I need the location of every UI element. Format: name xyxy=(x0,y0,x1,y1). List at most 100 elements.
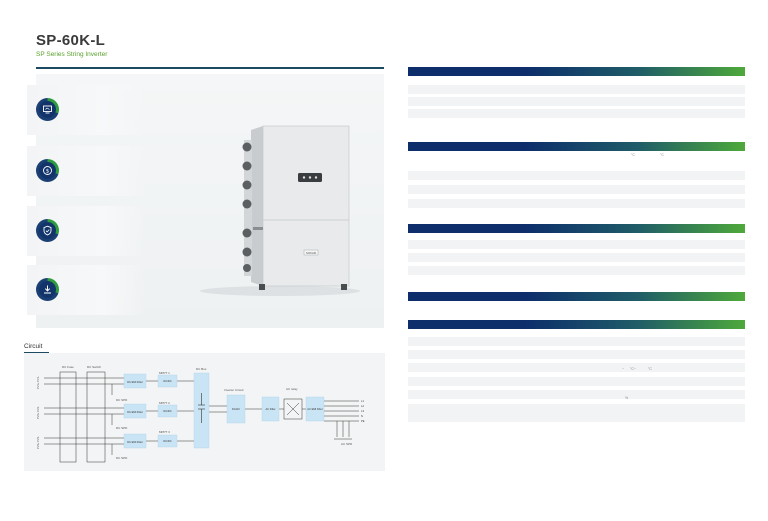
ac-spd-label: AC SPD xyxy=(341,442,353,446)
dc-switch-box xyxy=(86,371,106,463)
ac-emi-filter-text: AC EMI Filter xyxy=(307,407,323,411)
mppt2-label: MPPT 2 xyxy=(159,401,170,405)
ac-relay-box xyxy=(283,398,303,420)
spec-section-bar xyxy=(408,142,745,151)
spec-row xyxy=(408,85,745,94)
fan-icon xyxy=(243,264,251,272)
dc-fuse-box xyxy=(59,371,77,463)
feature-card-monitor xyxy=(27,85,145,135)
feature-card-dollar: $ xyxy=(27,146,145,196)
mppt2-text: DC/DC xyxy=(163,409,171,413)
spec-section-bar xyxy=(408,320,745,329)
dc-bus-label: DC Bus xyxy=(196,367,207,371)
monitor-icon xyxy=(43,105,52,114)
mppt3-text: DC/DC xyxy=(163,439,171,443)
page-subtitle: SP Series String Inverter xyxy=(36,51,108,58)
dc-switch-label: DC Switch xyxy=(87,365,101,369)
circuit-svg: DC Fuse DC Switch DC Bus Inverter Circui… xyxy=(36,365,365,463)
ac-relay-label: AC relay xyxy=(286,387,298,391)
spec-row xyxy=(408,109,745,118)
l2-label: L2 xyxy=(361,404,364,408)
shield-icon xyxy=(43,225,52,236)
emi-filter-1 xyxy=(123,373,147,389)
n-label: N xyxy=(361,414,363,418)
mppt2-box xyxy=(157,404,178,418)
spec-section-bar xyxy=(408,224,745,233)
download-icon xyxy=(44,285,51,294)
inverter-foot xyxy=(341,284,347,290)
feature-card-shield xyxy=(27,206,145,256)
inverter-circuit-label: Inverter Circuit xyxy=(224,388,244,392)
spec-note: °C xyxy=(660,153,664,157)
brand-badge-text: SOFAR xyxy=(306,251,317,255)
feature-core xyxy=(39,101,56,118)
spec-row xyxy=(408,97,745,106)
inverter-shadow xyxy=(200,286,360,296)
spec-row xyxy=(408,350,745,359)
mppt1-box xyxy=(157,374,178,388)
spec-row xyxy=(408,171,745,180)
pv2-label: PV2+ PV2- xyxy=(36,406,40,419)
spec-row xyxy=(408,363,745,372)
dc-spd-label-1: DC SPD xyxy=(116,398,128,402)
dc-spd-label-3: DC SPD xyxy=(116,456,128,460)
spec-row xyxy=(408,185,745,194)
mppt3-label: MPPT 3 xyxy=(159,430,170,434)
dc-ac-text: DC/AC xyxy=(232,407,240,411)
pv3-label: PV3+ PV3- xyxy=(36,436,40,449)
circuit-label: Circuit xyxy=(24,343,43,350)
l3-label: L3 xyxy=(361,409,364,413)
spec-row xyxy=(408,377,745,386)
mppt3-box xyxy=(157,434,178,448)
l1-label: L1 xyxy=(361,399,364,403)
spec-row xyxy=(408,253,745,262)
emi-filter-3 xyxy=(123,433,147,449)
title-rule xyxy=(36,67,384,69)
spec-note: °C xyxy=(631,153,635,157)
inverter-illustration: SOFAR xyxy=(200,125,360,296)
spec-note: % xyxy=(625,396,629,400)
svg-text:$: $ xyxy=(46,169,50,175)
pe-label: PE xyxy=(361,419,365,423)
ac-emi-filter-box xyxy=(305,396,325,422)
fan-icon xyxy=(242,247,252,257)
spec-note: ~ xyxy=(622,367,625,371)
inverter-foot xyxy=(259,284,265,290)
feature-card-download xyxy=(27,265,145,315)
circuit-diagram: DC Fuse DC Switch DC Bus Inverter Circui… xyxy=(24,353,385,471)
dc-spd-label-2: DC SPD xyxy=(116,426,128,430)
inverter-side xyxy=(251,126,263,286)
emi-filter-3-label: DC EMI Filter xyxy=(127,440,143,444)
spec-note: °C~ xyxy=(630,367,636,371)
ac-filter-box xyxy=(261,396,280,422)
pv1-label: PV1+ PV1- xyxy=(36,376,40,389)
feature-core xyxy=(39,222,56,239)
spec-row xyxy=(408,413,745,422)
fan-icon xyxy=(242,228,252,238)
spec-section-bar xyxy=(408,67,745,76)
mppt1-label: MPPT 1 xyxy=(159,371,170,375)
spec-row xyxy=(408,404,745,413)
spec-note: °C xyxy=(648,367,652,371)
connector xyxy=(253,227,263,230)
status-led xyxy=(314,176,318,179)
emi-filter-2-label: DC EMI Filter xyxy=(127,410,143,414)
feature-core xyxy=(39,162,56,179)
dc-fuse-label: DC Fuse xyxy=(62,365,74,369)
status-led xyxy=(302,176,306,179)
emi-filter-1-label: DC EMI Filter xyxy=(127,380,143,384)
ac-filter-text: AC Filter xyxy=(265,407,275,411)
emi-filter-2 xyxy=(123,403,147,419)
spec-row xyxy=(408,240,745,249)
spec-row xyxy=(408,266,745,275)
fan-icon xyxy=(242,142,252,152)
fan-icon xyxy=(242,180,252,190)
spec-row xyxy=(408,390,745,399)
spec-row xyxy=(408,337,745,346)
page-title: SP-60K-L xyxy=(36,32,106,49)
spec-section-bar xyxy=(408,292,745,301)
mppt1-text: DC/DC xyxy=(163,379,171,383)
fan-icon xyxy=(242,161,252,171)
circuit-rule xyxy=(24,352,49,354)
brand-badge xyxy=(303,249,319,256)
